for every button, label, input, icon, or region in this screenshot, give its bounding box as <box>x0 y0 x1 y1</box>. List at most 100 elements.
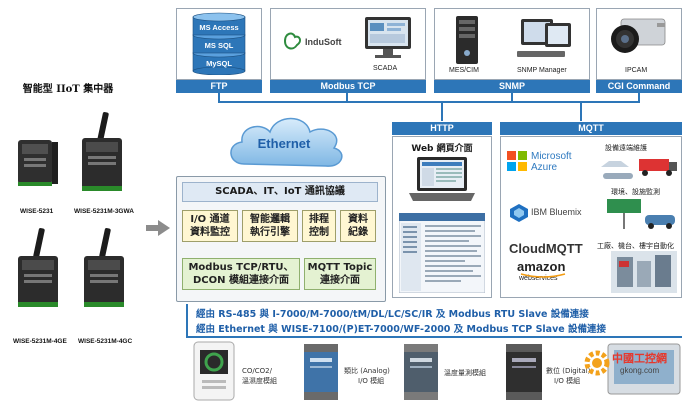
ethernet-label: Ethernet <box>257 136 311 151</box>
monitor-icon <box>365 17 411 58</box>
amazon-sub-label: webservices <box>519 275 558 282</box>
gateway-title: 智能型 IIoT 集中器 <box>22 84 114 95</box>
laptop-icon <box>409 157 475 201</box>
environment-icon <box>607 199 675 229</box>
transport-icon <box>601 159 677 179</box>
cell-io-channel: I/O 通道 資料監控 <box>182 210 238 242</box>
cell-logic-engine: 智能邏輯 執行引擎 <box>242 210 298 242</box>
cell-mqtt-topic-line1: MQTT Topic <box>307 262 373 273</box>
device-label-analog: 類比 (Analog) I/O 模組 <box>344 366 390 386</box>
device-label-digital-line2: I/O 模組 <box>554 377 581 385</box>
http-bar: HTTP <box>392 122 492 135</box>
amazon-label: amazon <box>517 259 566 274</box>
gateway-device-2 <box>76 112 132 196</box>
device-label-digital-line1: 數位 (Digital) <box>546 367 591 375</box>
snmp-manager-icon <box>517 19 571 57</box>
cell-modbus-line2: DCON 模組連接介面 <box>193 275 289 286</box>
gkong-gear-icon <box>584 350 610 376</box>
cell-data-log-line2: 紀錄 <box>348 227 368 238</box>
gateway-label-4: WISE-5231M-4GC <box>78 338 133 345</box>
gateway-label-2: WISE-5231M-3GWA <box>74 208 134 215</box>
cloudmqtt-label: CloudMQTT <box>509 241 583 256</box>
cell-modbus-line1: Modbus TCP/RTU、 <box>188 262 294 273</box>
cell-io-channel-line2: 資料監控 <box>190 227 230 238</box>
cell-mqtt-topic: MQTT Topic 連接介面 <box>304 258 376 290</box>
cell-mqtt-topic-line2: 連接介面 <box>320 275 360 286</box>
scada-label: SCADA <box>373 65 398 72</box>
db-item-access: MS Access <box>199 23 239 32</box>
watermark-url: gkong.com <box>620 366 660 375</box>
watermark-text: 中國工控網 <box>612 352 667 365</box>
mes-cim-label: MES/CIM <box>449 67 479 74</box>
ipcam-box: IPCAM <box>596 8 682 80</box>
device-label-analog-line1: 類比 (Analog) <box>344 367 390 375</box>
http-box: Web 網頁介面 <box>392 136 492 298</box>
note-factory-automation: 工廠、機台、樓宇自動化 <box>597 243 674 250</box>
bus-drop-snmp <box>511 93 513 103</box>
amazon-smile-icon <box>520 273 566 278</box>
ibm-bluemix-icon <box>510 204 528 222</box>
snmp-bar: SNMP <box>434 80 590 93</box>
note-environment-monitoring: 環境、設施監測 <box>611 189 660 196</box>
modbus-tcp-bar: Modbus TCP <box>270 80 426 93</box>
web-ui-label: Web 網頁介面 <box>411 144 473 154</box>
gateway-device-3 <box>12 228 68 312</box>
device-bus-left-cap <box>186 304 188 338</box>
cell-modbus-dcon: Modbus TCP/RTU、 DCON 模組連接介面 <box>182 258 300 290</box>
cell-logic-engine-line1: 智能邏輯 <box>250 214 290 225</box>
database-icon <box>192 12 246 75</box>
gateway-label-3: WISE-5231M-4GE <box>13 338 67 345</box>
rs485-connection-text: 經由 RS-485 與 I-7000/M-7000/tM/DL/LC/SC/IR… <box>196 309 589 320</box>
azure-label: Microsoft Azure <box>531 151 572 173</box>
arrow-right-icon <box>146 220 170 240</box>
bus-to-http <box>441 101 443 121</box>
snmp-manager-label: SNMP Manager <box>517 67 567 74</box>
camera-icon <box>611 18 666 53</box>
scada-box: InduSoft SCADA <box>270 8 426 80</box>
gateway-device-4 <box>78 228 134 312</box>
ibm-bluemix-label: IBM Bluemix <box>531 207 582 217</box>
server-icon <box>456 16 478 64</box>
indusoft-logo-icon <box>283 32 302 50</box>
cell-data-log-line1: 資料 <box>348 214 368 225</box>
ethernet-connection-text: 經由 Ethernet 與 WISE-7100/(P)ET-7000/WF-20… <box>196 324 607 335</box>
co2-sensor-device-icon <box>193 341 235 401</box>
cell-io-channel-line1: I/O 通道 <box>190 214 230 225</box>
mqtt-box: Microsoft Azure IBM Bluemix CloudMQTT am… <box>500 136 682 298</box>
cell-data-log: 資料 紀錄 <box>340 210 376 242</box>
ftp-bar: FTP <box>176 80 262 93</box>
bus-to-mqtt <box>580 101 582 121</box>
ethernet-cloud-icon <box>230 117 343 167</box>
mqtt-bar: MQTT <box>500 122 682 135</box>
cell-schedule-line1: 排程 <box>309 214 329 225</box>
bus-drop-cgi <box>638 93 640 103</box>
db-item-mysql: MySQL <box>206 59 232 68</box>
bus-drop-ftp <box>218 93 220 103</box>
device-bus-line <box>186 336 682 338</box>
cgi-command-bar: CGI Command <box>596 80 682 93</box>
hmi-panel-icon <box>607 343 681 395</box>
device-label-co2: CO/CO2/ 溫濕度模組 <box>242 366 277 386</box>
gateway-device-1 <box>14 132 60 192</box>
cell-logic-engine-line2: 執行引擎 <box>250 227 290 238</box>
azure-logo-icon <box>507 151 527 171</box>
note-remote-maintenance: 設備遠端維護 <box>605 145 647 152</box>
device-label-digital: 數位 (Digital) I/O 模組 <box>546 366 590 386</box>
bus-line-horizontal <box>218 101 640 103</box>
web-page-screenshot-icon <box>399 213 485 293</box>
snmp-box: MES/CIM SNMP Manager <box>434 8 590 80</box>
db-item-mssql: MS SQL <box>204 41 234 50</box>
cell-schedule-line2: 控制 <box>309 227 329 238</box>
database-box: MS Access MS SQL MySQL <box>176 8 262 80</box>
device-label-co2-line2: 溫濕度模組 <box>242 377 277 385</box>
ipcam-label: IPCAM <box>625 67 648 74</box>
factory-icon <box>611 251 677 293</box>
bus-drop-modbus <box>346 93 348 103</box>
device-label-temperature: 溫度量測模組 <box>444 368 486 378</box>
temperature-module-icon <box>404 344 438 400</box>
device-label-co2-line1: CO/CO2/ <box>242 367 272 375</box>
device-label-temperature-line1: 溫度量測模組 <box>444 369 486 377</box>
protocol-title: SCADA、IT、IoT 通訊協議 <box>182 182 378 202</box>
analog-io-module-icon <box>304 344 338 400</box>
gateway-label-1: WISE-5231 <box>20 208 54 215</box>
